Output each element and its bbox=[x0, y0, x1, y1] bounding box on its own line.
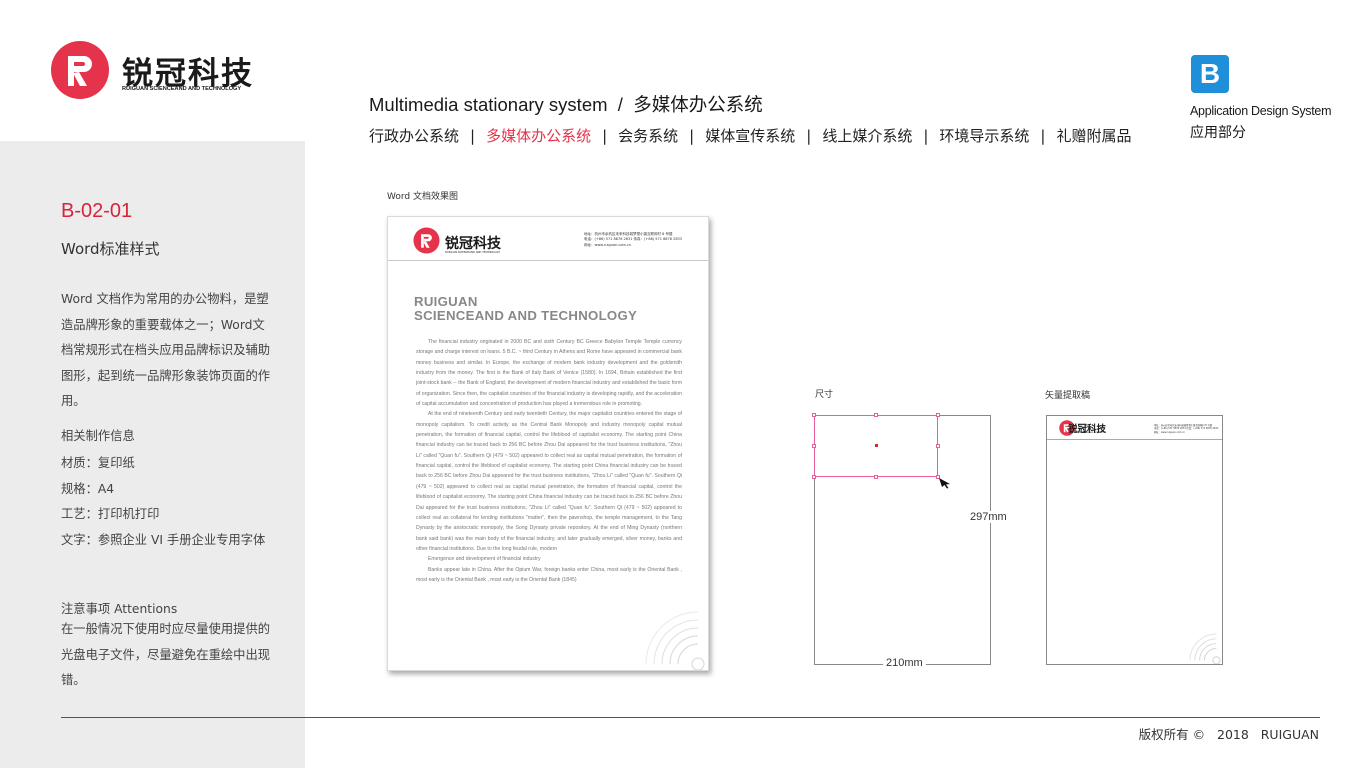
copyright-text: 版权所有 © 2018 RUIGUAN bbox=[1138, 727, 1319, 742]
doc-corner-graphic bbox=[645, 611, 705, 670]
vector-document-preview: 锐冠科技 RUIGUAN SCIENCEAND AND TECHNOLOGY 地… bbox=[1046, 415, 1223, 665]
size-label: 尺寸 bbox=[815, 390, 834, 400]
vector-label: 矢量提取稿 bbox=[1045, 391, 1091, 401]
doc-title: RUIGUAN SCIENCEAND AND TECHNOLOGY bbox=[414, 295, 637, 323]
doc-logo-icon bbox=[413, 227, 440, 254]
doc-paragraph: Banks appear late in China. After the Op… bbox=[416, 566, 682, 583]
nav-separator: | bbox=[1040, 126, 1046, 145]
section-title-en: Application Design System bbox=[1190, 104, 1332, 118]
section-b-badge: B bbox=[1191, 55, 1229, 93]
production-info-list: 材质：复印纸 规格：A4 工艺：打印机打印 文字：参照企业 VI 手册企业专用字… bbox=[61, 451, 265, 553]
cursor-arrow-icon bbox=[939, 478, 950, 489]
nav-item-gifts[interactable]: 礼赠附属品 bbox=[1056, 127, 1132, 145]
width-dimension: 210mm bbox=[883, 657, 926, 669]
doc-title-line2: SCIENCEAND AND TECHNOLOGY bbox=[414, 308, 638, 323]
selection-handle bbox=[812, 413, 816, 417]
vdoc-phone: 电话：(+86) 571 8876 2631 传真：(+86) 571 8876… bbox=[1154, 427, 1219, 431]
nav-separator: | bbox=[806, 126, 812, 145]
nav-separator: | bbox=[602, 126, 608, 145]
footer-divider bbox=[61, 717, 1320, 718]
item-code: B-02-01 bbox=[61, 200, 133, 222]
selection-handle bbox=[936, 413, 940, 417]
brand-name-en: RUIGUAN SCIENCEAND AND TECHNOLOGY bbox=[122, 86, 242, 92]
info-font: 文字：参照企业 VI 手册企业专用字体 bbox=[61, 532, 266, 547]
vdoc-contact-info: 地址：杭州市余杭区未来科技城梦想小镇互联网村 8 号楼 电话：(+86) 571… bbox=[1154, 424, 1218, 434]
brand-name-cn: 锐冠科技 bbox=[122, 56, 254, 92]
nav-separator: | bbox=[923, 126, 929, 145]
word-preview-label: Word 文档效果图 bbox=[387, 192, 458, 202]
vdoc-brand-name-cn: 锐冠科技 bbox=[1068, 424, 1107, 435]
selection-handle bbox=[936, 444, 940, 448]
doc-phone: 电话：(+86) 571 8876 2631 传真：(+86) 571 8876… bbox=[584, 237, 683, 242]
attention-title: 注意事项 Attentions bbox=[61, 602, 178, 616]
selection-handle bbox=[936, 475, 940, 479]
selection-center-point bbox=[875, 444, 878, 447]
doc-body: The financial industry originated in 200… bbox=[416, 337, 682, 585]
nav-item-admin-office[interactable]: 行政办公系统 bbox=[369, 127, 460, 145]
doc-paragraph: The financial industry originated in 200… bbox=[416, 339, 682, 408]
doc-paragraph: Emergence and development of financial i… bbox=[428, 556, 541, 563]
info-size: 规格：A4 bbox=[61, 481, 115, 496]
vdoc-brand-name-en: RUIGUAN SCIENCEAND AND TECHNOLOGY bbox=[1068, 432, 1107, 434]
selection-handle bbox=[812, 444, 816, 448]
brand-logo: 锐冠科技 RUIGUAN SCIENCEAND AND TECHNOLOGY bbox=[50, 40, 270, 102]
nav-item-conference[interactable]: 会务系统 bbox=[618, 127, 679, 145]
info-process: 工艺：打印机打印 bbox=[61, 507, 160, 521]
doc-address: 地址：杭州市余杭区未来科技城梦想小镇互联网村 8 号楼 bbox=[584, 232, 673, 236]
brand-logo-icon bbox=[51, 41, 109, 99]
nav-item-multimedia-office[interactable]: 多媒体办公系统 bbox=[486, 127, 592, 145]
selection-handle bbox=[812, 475, 816, 479]
nav-separator: | bbox=[689, 126, 695, 145]
doc-paragraph: At the end of nineteenth Century and ear… bbox=[416, 411, 682, 552]
item-description: Word 文档作为常用的办公物料，是塑造品牌形象的重要载体之一；Word文档常规… bbox=[61, 292, 271, 408]
doc-contact-info: 地址：杭州市余杭区未来科技城梦想小镇互联网村 8 号楼 电话：(+86) 571… bbox=[584, 232, 682, 248]
vdoc-logo-icon bbox=[1059, 420, 1075, 436]
attention-text: 在一般情况下使用时应尽量使用提供的光盘电子文件，尽量避免在重绘中出现错。 bbox=[61, 622, 271, 687]
height-dimension: 297mm bbox=[967, 511, 1010, 523]
doc-brand-name-cn: 锐冠科技 bbox=[445, 236, 501, 252]
vdoc-address: 地址：杭州市余杭区未来科技城梦想小镇互联网村 8 号楼 bbox=[1154, 424, 1213, 427]
vdoc-header-divider bbox=[1047, 439, 1222, 440]
info-material: 材质：复印纸 bbox=[61, 456, 135, 470]
word-document-preview: 锐冠科技 RUIGUAN SCIENCEAND AND TECHNOLOGY 地… bbox=[387, 216, 709, 671]
doc-brand-name-en: RUIGUAN SCIENCEAND AND TECHNOLOGY bbox=[445, 251, 501, 254]
doc-title-line1: RUIGUAN bbox=[414, 294, 478, 309]
nav-item-media-promo[interactable]: 媒体宣传系统 bbox=[705, 127, 796, 145]
nav-item-signage[interactable]: 环境导示系统 bbox=[939, 127, 1030, 145]
vdoc-website: 网址：www.ruiguan.com.cn bbox=[1154, 430, 1185, 434]
nav-item-online-media[interactable]: 线上媒介系统 bbox=[822, 127, 913, 145]
production-info-title: 相关制作信息 bbox=[61, 429, 135, 443]
selection-handle bbox=[874, 475, 878, 479]
page-title: Multimedia stationary system / 多媒体办公系统 bbox=[369, 94, 763, 115]
vdoc-corner-graphic bbox=[1189, 633, 1221, 664]
doc-website: 网址：www.ruiguan.com.cn bbox=[584, 242, 632, 247]
section-title-cn: 应用部分 bbox=[1190, 125, 1246, 141]
selection-handle bbox=[874, 413, 878, 417]
section-nav: 行政办公系统 | 多媒体办公系统 | 会务系统 | 媒体宣传系统 | 线上媒介系… bbox=[369, 125, 1131, 146]
nav-separator: | bbox=[470, 126, 476, 145]
doc-header-divider bbox=[388, 260, 708, 261]
left-info-panel bbox=[0, 141, 305, 768]
item-subtitle: Word标准样式 bbox=[61, 240, 160, 258]
